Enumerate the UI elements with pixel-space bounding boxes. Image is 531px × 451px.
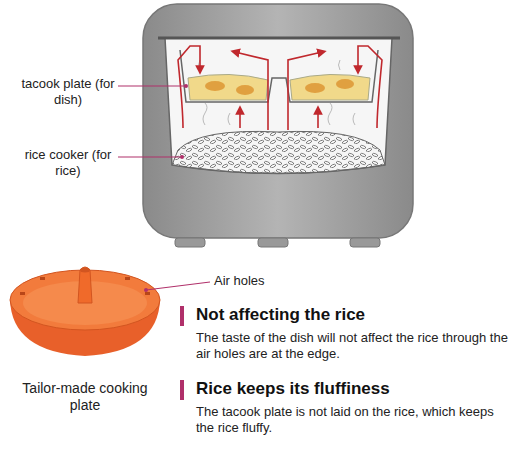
rice xyxy=(172,131,385,173)
caption-label: Tailor-made cooking plate xyxy=(20,380,150,414)
inner-pot xyxy=(165,38,392,174)
part-label: Air holes xyxy=(214,273,334,289)
cooking-plate xyxy=(10,267,160,356)
feature-heading: Not affecting the rice xyxy=(196,305,516,325)
part-label: rice cooker (for rice) xyxy=(18,147,118,178)
part-label: tacook plate (for dish) xyxy=(18,76,118,107)
feature-text: The taste of the dish will not affect th… xyxy=(196,330,516,361)
cooker-body xyxy=(143,4,413,238)
feature-text: The tacook plate is not laid on the rice… xyxy=(196,404,496,435)
tacook-plate xyxy=(180,50,378,102)
feature-heading: Rice keeps its fluffiness xyxy=(196,379,516,399)
